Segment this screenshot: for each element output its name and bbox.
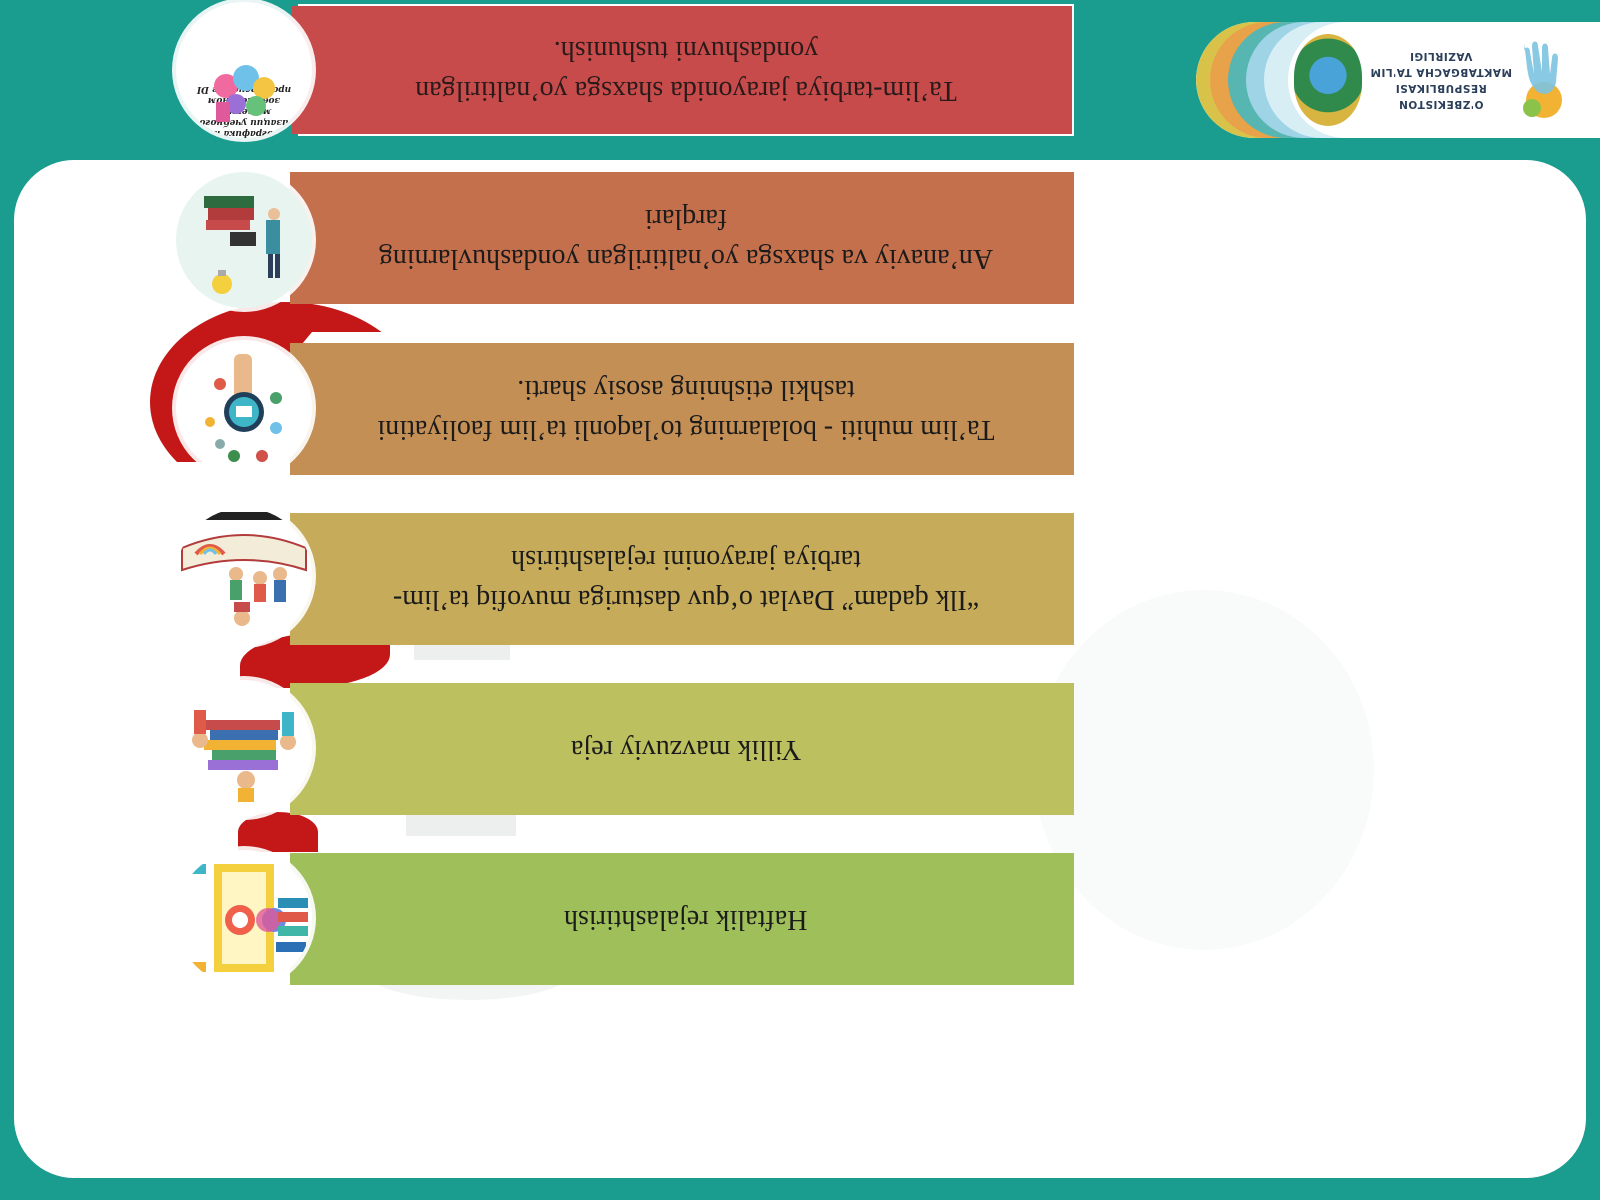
step-bar-4: “Ilk qadam” Davlat o‘quv dasturiga muvof… <box>298 513 1074 645</box>
digital-learning-icon <box>176 340 312 476</box>
teacher-books-icon <box>176 172 312 308</box>
background-map-shape <box>1034 590 1374 950</box>
step-text-2: An’anaviy va shaxsga yo’naltirilgan yond… <box>378 203 994 274</box>
children-book-icon <box>176 508 312 644</box>
step-text-6: Haftalik rejalashtirish <box>564 904 808 935</box>
step-bar-5: Yillik mavzuviy reja <box>298 683 1074 815</box>
kids-books-icon <box>176 680 312 816</box>
weekly-plan-icon <box>176 850 312 986</box>
ministry-line-3: VAZIRLIGI <box>1409 50 1473 62</box>
step-text-3: Ta’lim muhiti - bolalarning to’laqonli t… <box>377 374 995 445</box>
hand-logo-icon <box>1523 41 1562 118</box>
ministry-line-1: O'ZBEKISTON RESPUBLIKASI <box>1395 82 1487 110</box>
red-swoosh-decoration <box>238 812 318 852</box>
state-emblem-icon <box>1294 34 1362 126</box>
step-bar-3: Ta’lim muhiti - bolalarning to’laqonli t… <box>298 343 1074 475</box>
step-text-5: Yillik mavzuviy reja <box>570 734 802 765</box>
step-text-1: Ta’lim-tarbiya jarayonida shaxsga yo’nal… <box>415 35 957 106</box>
ministry-logo-block: O'ZBEKISTON RESPUBLIKASI MAKTABGACHA TA'… <box>1196 22 1600 138</box>
ministry-line-2: MAKTABGACHA TA'LIM <box>1370 66 1512 78</box>
ministry-name: O'ZBEKISTON RESPUBLIKASI MAKTABGACHA TA'… <box>1366 22 1516 138</box>
step-bar-1: Ta’lim-tarbiya jarayonida shaxsga yo’nal… <box>298 4 1074 136</box>
step-bar-2: An’anaviy va shaxsga yo’naltirilgan yond… <box>298 172 1074 304</box>
step-bar-6: Haftalik rejalashtirish <box>298 853 1074 985</box>
infographic-people-icon: инфографика как с изации учебного матери… <box>176 2 312 138</box>
step-text-4: “Ilk qadam” Davlat o‘quv dasturiga muvof… <box>392 544 980 615</box>
